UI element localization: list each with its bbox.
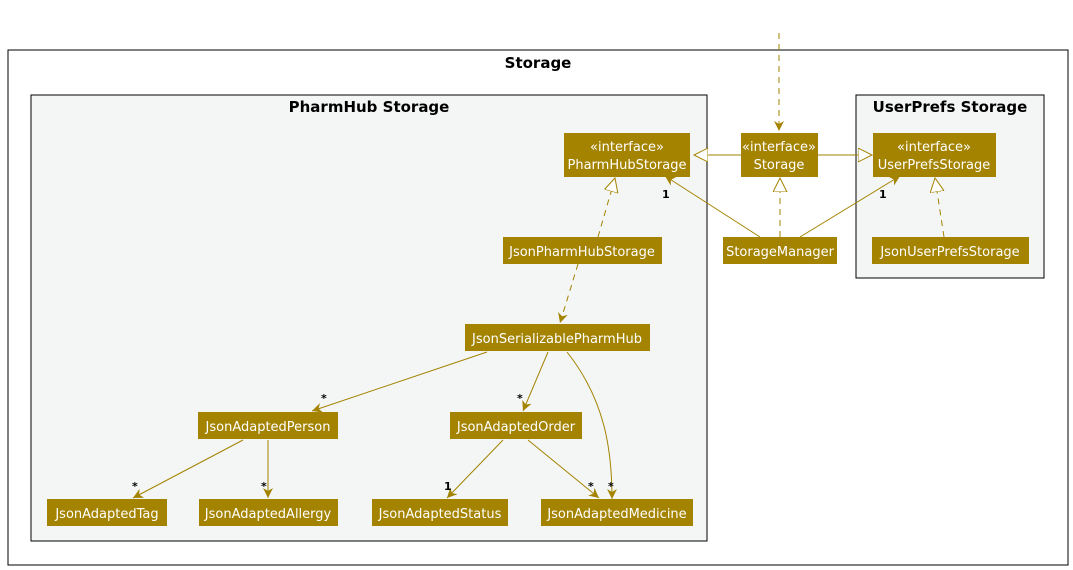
json-adapted-tag-name: JsonAdaptedTag bbox=[54, 507, 158, 522]
json-serializable-pharmhub-name: JsonSerializablePharmHub bbox=[471, 332, 642, 347]
json-adapted-status-name: JsonAdaptedStatus bbox=[378, 507, 502, 522]
node-json-adapted-medicine[interactable]: JsonAdaptedMedicine bbox=[541, 499, 693, 526]
json-adapted-person-name: JsonAdaptedPerson bbox=[205, 420, 331, 435]
node-pharmhub-storage[interactable]: «interface» PharmHubStorage bbox=[564, 133, 690, 177]
order-to-status-edge bbox=[446, 439, 504, 499]
multiplicity-order-medicine: * bbox=[588, 480, 594, 493]
storage-stereotype: «interface» bbox=[742, 140, 816, 155]
pharmhub-storage-name: PharmHubStorage bbox=[568, 158, 687, 173]
serial-to-medicine-edge bbox=[566, 351, 617, 500]
userprefs-storage-name: UserPrefsStorage bbox=[878, 158, 991, 173]
serial-to-order-edge bbox=[522, 351, 549, 412]
node-json-adapted-status[interactable]: JsonAdaptedStatus bbox=[372, 499, 508, 526]
node-json-pharmhub-storage[interactable]: JsonPharmHubStorage bbox=[503, 237, 662, 264]
storage-name: Storage bbox=[754, 158, 805, 173]
multiplicity-order-status: 1 bbox=[444, 480, 452, 493]
node-json-adapted-allergy[interactable]: JsonAdaptedAllergy bbox=[199, 499, 338, 526]
serial-to-person-edge bbox=[311, 351, 488, 413]
storage-manager-name: StorageManager bbox=[726, 245, 835, 260]
storage-package-title: Storage bbox=[505, 54, 572, 72]
node-json-userprefs-storage[interactable]: JsonUserPrefsStorage bbox=[872, 237, 1029, 264]
node-json-serializable-pharmhub[interactable]: JsonSerializablePharmHub bbox=[465, 324, 650, 351]
pharmhub-package-title: PharmHub Storage bbox=[289, 98, 450, 116]
node-storage-manager[interactable]: StorageManager bbox=[723, 237, 837, 264]
multiplicity-serial-order: * bbox=[517, 392, 523, 405]
json-userprefs-implements-edge bbox=[935, 178, 944, 238]
pharmhub-storage-stereotype: «interface» bbox=[590, 140, 664, 155]
multiplicity-manager-pharmhub: 1 bbox=[662, 188, 670, 201]
manager-to-pharmhub-edge bbox=[664, 175, 761, 238]
node-json-adapted-tag[interactable]: JsonAdaptedTag bbox=[47, 499, 167, 526]
manager-to-userprefs-edge bbox=[799, 175, 901, 238]
json-adapted-medicine-name: JsonAdaptedMedicine bbox=[546, 507, 686, 522]
node-userprefs-storage[interactable]: «interface» UserPrefsStorage bbox=[873, 133, 996, 177]
node-json-adapted-person[interactable]: JsonAdaptedPerson bbox=[198, 412, 338, 439]
multiplicity-person-tag: * bbox=[132, 480, 138, 493]
node-storage[interactable]: «interface» Storage bbox=[741, 133, 818, 177]
person-to-tag-edge bbox=[132, 439, 244, 499]
userprefs-package-title: UserPrefs Storage bbox=[873, 98, 1028, 116]
multiplicity-person-allergy: * bbox=[261, 480, 267, 493]
multiplicity-serial-medicine: * bbox=[608, 480, 614, 493]
json-pharmhub-storage-name: JsonPharmHubStorage bbox=[508, 245, 655, 260]
order-to-medicine-edge bbox=[527, 439, 600, 499]
json-userprefs-storage-name: JsonUserPrefsStorage bbox=[879, 245, 1019, 260]
node-json-adapted-order[interactable]: JsonAdaptedOrder bbox=[450, 412, 582, 439]
userprefs-storage-stereotype: «interface» bbox=[897, 140, 971, 155]
multiplicity-serial-person: * bbox=[321, 392, 327, 405]
multiplicity-manager-userprefs: 1 bbox=[879, 188, 887, 201]
json-adapted-order-name: JsonAdaptedOrder bbox=[456, 420, 576, 435]
json-adapted-allergy-name: JsonAdaptedAllergy bbox=[204, 507, 332, 522]
